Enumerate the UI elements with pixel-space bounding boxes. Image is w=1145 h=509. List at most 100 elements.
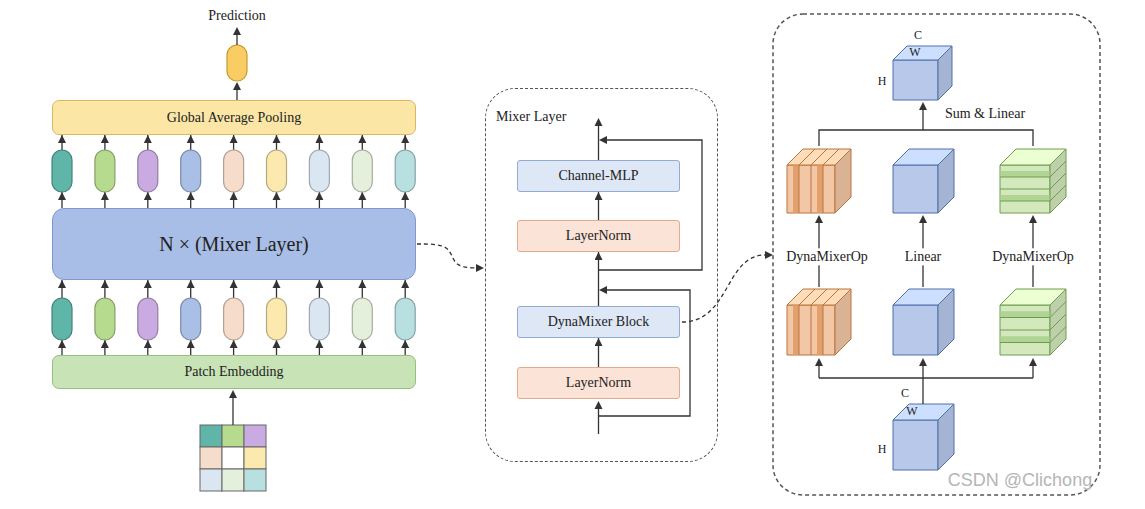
- leader-line: [682, 255, 765, 322]
- arrowhead: [187, 192, 195, 200]
- slice-line: [1000, 314, 1066, 330]
- tensor-cube: [1000, 289, 1066, 355]
- arrowhead: [315, 135, 323, 143]
- arrowhead: [144, 192, 152, 200]
- token-capsule: [95, 150, 115, 192]
- watermark: CSDN @Clichong: [948, 471, 1092, 491]
- arrowhead: [919, 215, 927, 223]
- box-label: LayerNorm: [566, 228, 631, 243]
- token-capsule: [224, 150, 244, 192]
- cube-side: [938, 289, 954, 355]
- output-label: Prediction: [208, 8, 266, 23]
- arrowhead: [273, 340, 281, 348]
- cube-side: [938, 404, 954, 470]
- arrowhead: [358, 280, 366, 288]
- arrowhead: [595, 401, 603, 409]
- tensor-cube: [787, 149, 851, 213]
- arrowhead: [58, 340, 66, 348]
- arrowhead: [101, 135, 109, 143]
- operation-label: DynaMixerOp: [783, 248, 871, 265]
- process-box: DynaMixer Block: [517, 306, 680, 338]
- arrowhead: [230, 280, 238, 288]
- arrowhead: [358, 135, 366, 143]
- slice-band: [1001, 336, 1050, 342]
- arrowhead: [233, 27, 241, 35]
- cube-side: [938, 46, 952, 100]
- token-capsule: [138, 150, 158, 192]
- slice-band: [793, 306, 799, 355]
- slice-line: [799, 289, 815, 355]
- token-capsule: [352, 150, 372, 192]
- arrow-line: [1032, 366, 1033, 378]
- arrowhead: [101, 192, 109, 200]
- token-capsule: [138, 298, 158, 340]
- axis-letter: H: [878, 75, 887, 88]
- slice-band: [793, 166, 799, 213]
- arrowhead: [358, 340, 366, 348]
- slice-line: [1000, 302, 1066, 318]
- connector: [598, 252, 599, 306]
- arrowhead: [315, 340, 323, 348]
- connector-group: [598, 192, 599, 220]
- arrowhead: [230, 192, 238, 200]
- arrowhead: [273, 135, 281, 143]
- tensor-cube: [893, 289, 954, 355]
- arrowhead: [919, 102, 927, 110]
- box-label: LayerNorm: [566, 375, 631, 390]
- arrowhead: [401, 135, 409, 143]
- trunk-line: [598, 126, 599, 160]
- bracket-line: [922, 378, 923, 404]
- trunk-line: [598, 409, 599, 434]
- bracket-line: [819, 377, 1033, 378]
- arrowhead: [187, 340, 195, 348]
- patch-cell: [244, 469, 266, 491]
- slice-band: [1001, 311, 1050, 317]
- slice-line: [1000, 327, 1066, 343]
- token-capsule: [181, 150, 201, 192]
- connector-group: [598, 338, 599, 367]
- arrowhead: [58, 135, 66, 143]
- operation-label: Linear: [902, 248, 945, 265]
- embedding-bar: Patch Embedding: [52, 355, 416, 389]
- cube-front: [893, 420, 938, 470]
- arrowhead: [144, 340, 152, 348]
- cube-side: [835, 289, 851, 355]
- cube-side: [938, 149, 954, 213]
- axis-letter: H: [878, 443, 887, 456]
- connector-group: [58, 135, 409, 208]
- token-capsule: [224, 298, 244, 340]
- cube-front: [893, 305, 938, 355]
- token-capsule: [395, 298, 415, 340]
- slice-line: [811, 289, 827, 355]
- slice-line: [1000, 185, 1066, 201]
- arrowhead: [187, 135, 195, 143]
- arrowhead: [1029, 215, 1037, 223]
- arrowhead: [233, 82, 241, 90]
- arrowhead: [315, 192, 323, 200]
- arrowhead: [315, 280, 323, 288]
- tensor-cube: [1000, 149, 1066, 213]
- arrowhead: [101, 340, 109, 348]
- arrowhead: [1029, 358, 1037, 366]
- arrowhead: [58, 280, 66, 288]
- arrowhead: [144, 280, 152, 288]
- slice-band: [1001, 195, 1050, 201]
- arrowhead: [401, 340, 409, 348]
- arrowhead: [401, 280, 409, 288]
- arrow-line: [922, 110, 923, 130]
- slice-band: [817, 306, 823, 355]
- cube-front: [893, 165, 938, 213]
- operation-label: DynaMixerOp: [989, 248, 1077, 265]
- token-capsule: [309, 150, 329, 192]
- tensor-cube: [893, 149, 954, 213]
- arrowhead: [401, 192, 409, 200]
- operation-label: Sum & Linear: [945, 106, 1025, 121]
- norm-box: LayerNorm: [517, 367, 680, 399]
- box-label: Channel-MLP: [558, 168, 638, 183]
- axis-letter: C: [901, 387, 909, 400]
- token-capsule: [352, 298, 372, 340]
- box-label: Patch Embedding: [184, 364, 283, 379]
- slice-band: [817, 166, 823, 213]
- arrowhead: [144, 135, 152, 143]
